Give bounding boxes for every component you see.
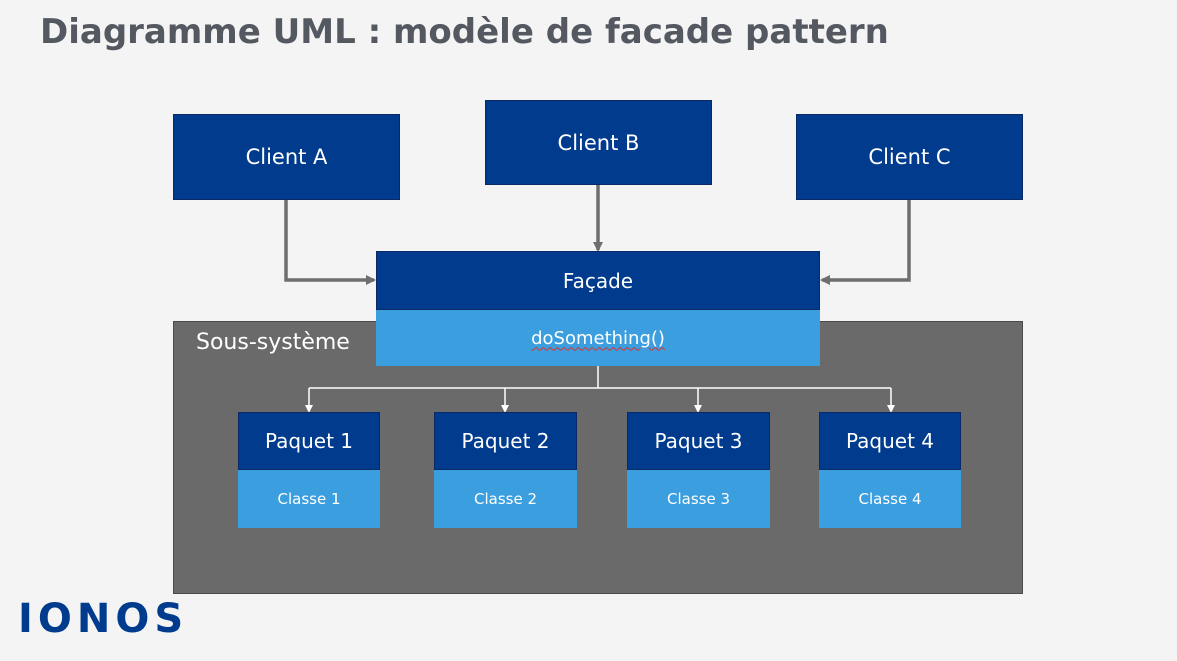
client-a-box: Client A <box>173 114 400 200</box>
facade-to-packages-trunk <box>309 366 891 389</box>
arrow-client-a-to-facade <box>284 200 376 285</box>
arrow-client-c-to-facade <box>820 200 911 285</box>
facade-header: Façade <box>376 251 820 310</box>
package-1-class: Classe 1 <box>238 470 380 528</box>
package-2-header: Paquet 2 <box>434 412 577 470</box>
package-4-header: Paquet 4 <box>819 412 961 470</box>
facade-method: doSomething() <box>531 327 665 349</box>
subsystem-label: Sous-système <box>196 330 350 355</box>
package-2-class: Classe 2 <box>434 470 577 528</box>
package-1-header: Paquet 1 <box>238 412 380 470</box>
page-title: Diagramme UML : modèle de facade pattern <box>40 12 889 52</box>
package-4-class: Classe 4 <box>819 470 961 528</box>
client-c-box: Client C <box>796 114 1023 200</box>
ionos-logo: IONOS <box>18 596 189 642</box>
client-b-box: Client B <box>485 100 712 185</box>
package-3-class: Classe 3 <box>627 470 770 528</box>
package-3-header: Paquet 3 <box>627 412 770 470</box>
facade-method-compartment: doSomething() <box>376 310 820 366</box>
